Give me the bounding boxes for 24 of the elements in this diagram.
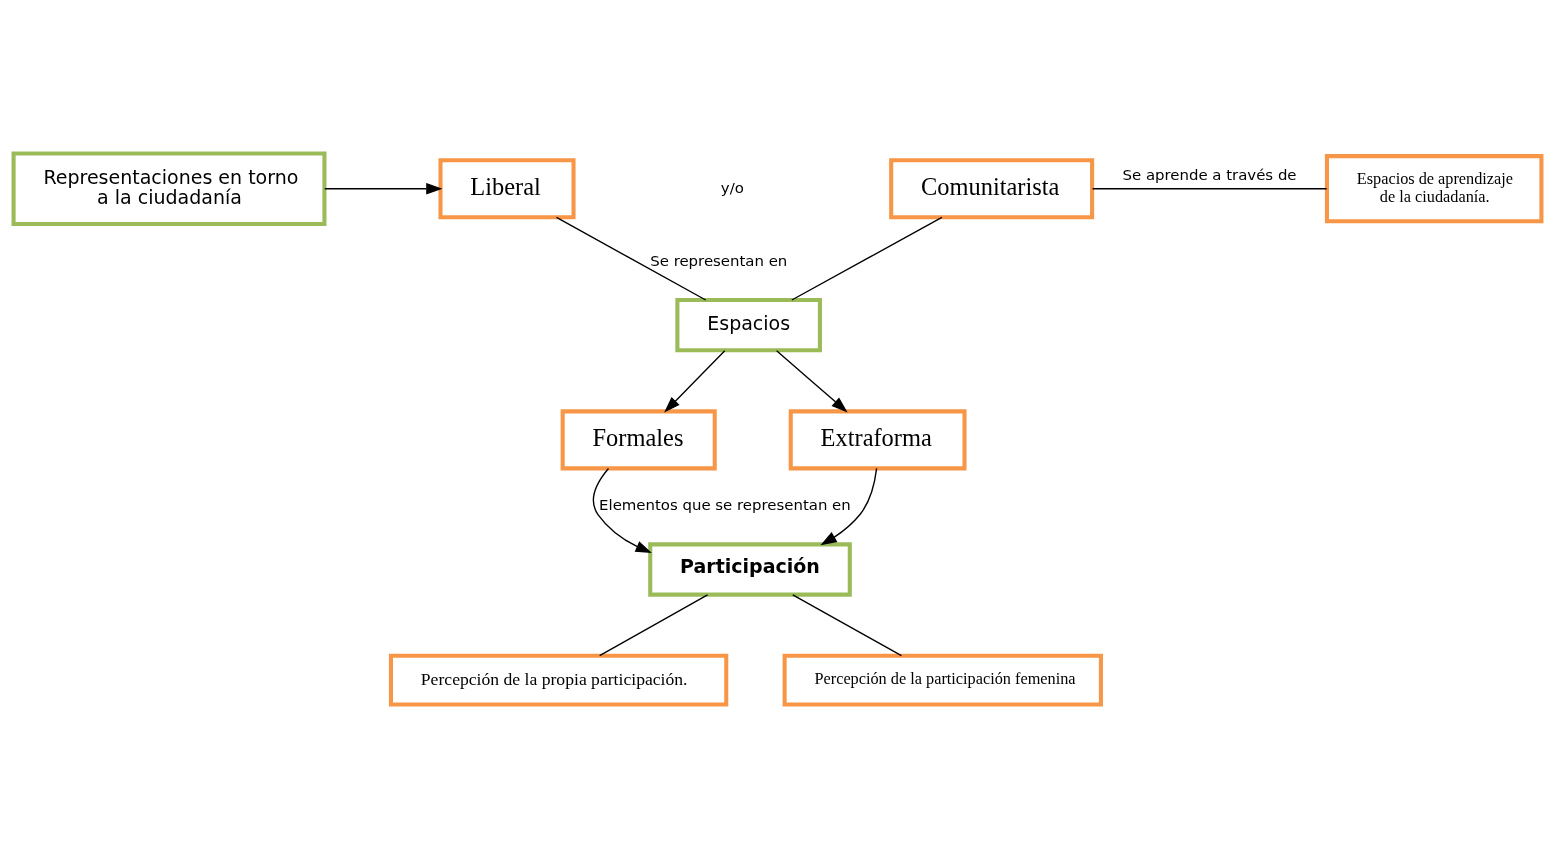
connector	[792, 594, 903, 657]
edge-label: Se aprende a través de	[1122, 166, 1297, 185]
node-box: Percepción de la participación femenina	[782, 653, 1103, 707]
connector	[791, 216, 943, 301]
node-box: Comunitarista	[889, 158, 1095, 220]
node-box: Participación	[648, 542, 852, 597]
node-box: Extraforma	[788, 409, 967, 471]
arrow	[324, 183, 443, 195]
node-box: Liberal	[438, 158, 576, 220]
node-box: Formales	[560, 409, 717, 471]
arrow	[820, 467, 878, 546]
arrow	[664, 350, 726, 413]
edge-label: Elementos que se representan en	[599, 496, 851, 515]
connector	[1091, 188, 1328, 190]
arrow	[775, 350, 848, 413]
connector	[555, 216, 707, 301]
arrow	[592, 467, 652, 554]
node-box: Percepción de la propia participación.	[388, 653, 729, 707]
node-box: Representaciones en torno a la ciudadanía	[11, 151, 327, 227]
edge-label: Se representan en	[650, 251, 788, 270]
node-box: Espacios de aprendizaje de la ciudadanía.	[1324, 154, 1544, 224]
node-box: Espacios	[675, 298, 822, 353]
label: y/o	[720, 178, 744, 197]
connector	[599, 594, 709, 657]
